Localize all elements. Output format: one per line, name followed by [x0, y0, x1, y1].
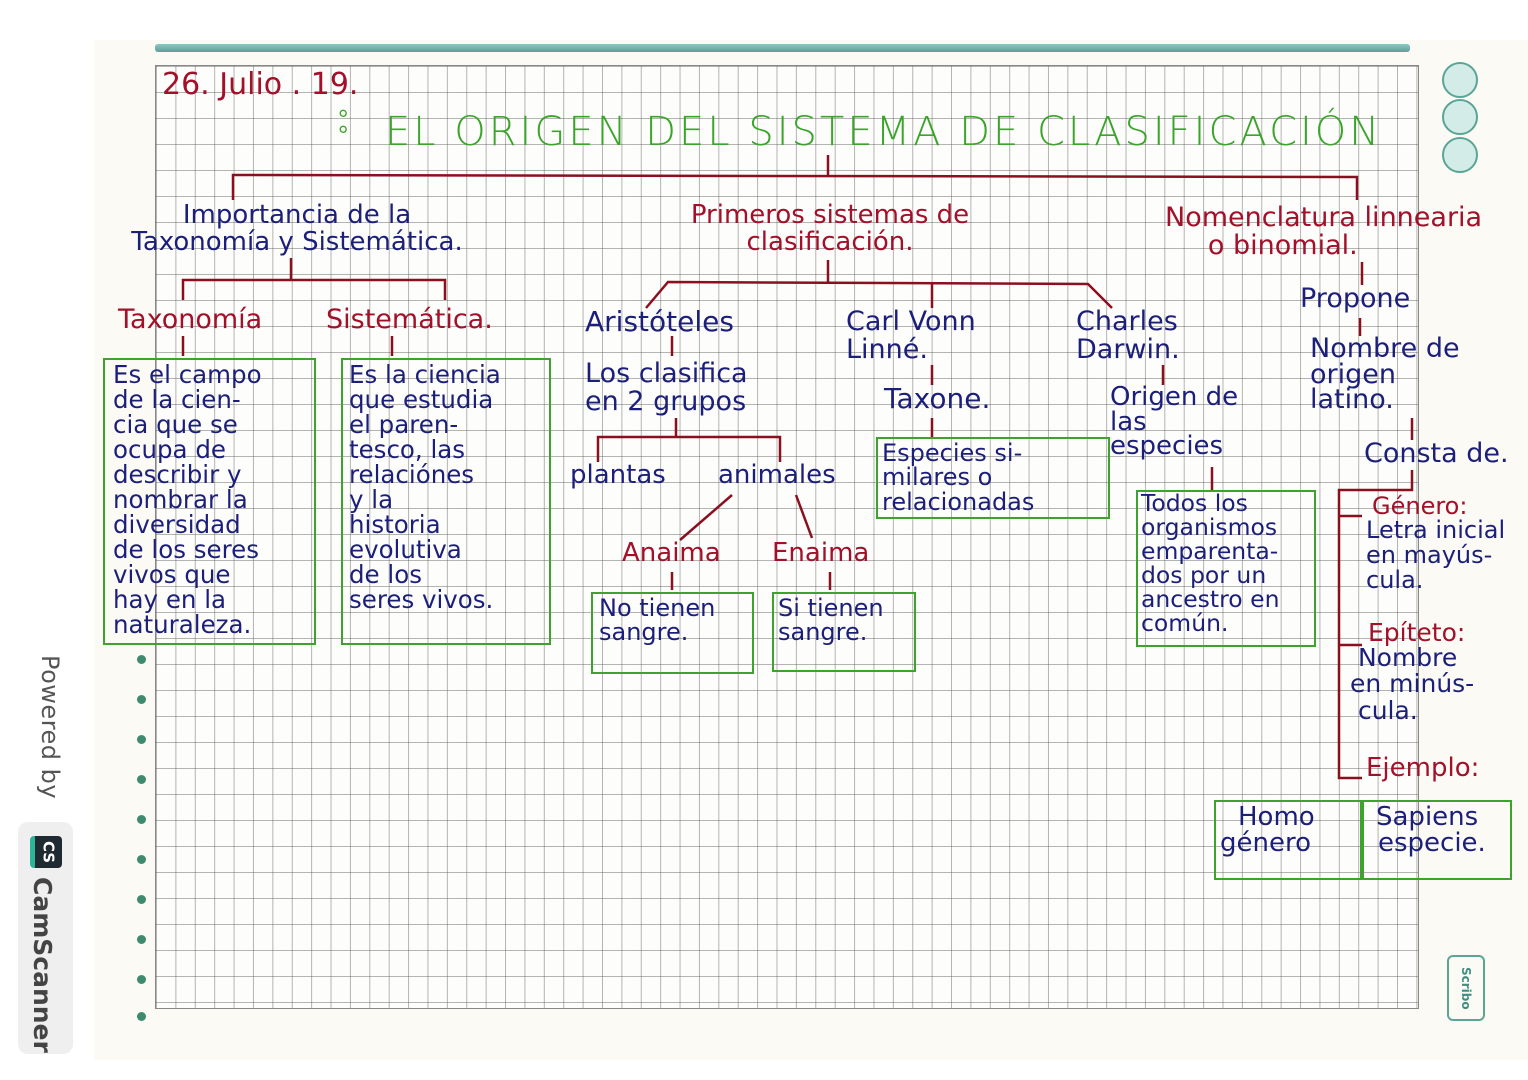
- aristoteles-label: Aristóteles: [585, 305, 734, 338]
- powered-by-label: Powered by: [36, 655, 64, 800]
- darwin-box: Todos los organismos emparenta- dos por …: [1136, 490, 1316, 647]
- linne-concept: Taxone.: [884, 382, 991, 415]
- propone-label: Propone: [1300, 283, 1411, 314]
- taxonomia-definition: Es el campo de la cien- cia que se ocupa…: [113, 360, 262, 639]
- group-animales: animales: [718, 460, 836, 490]
- enaima-label: Enaima: [772, 538, 870, 568]
- darwin-desc: Todos los organismos emparenta- dos por …: [1141, 489, 1280, 637]
- epiteto-label: Epíteto:: [1368, 618, 1466, 647]
- ejemplo-label: Ejemplo:: [1366, 753, 1480, 783]
- graph-paper-grid: [155, 65, 1419, 1009]
- page-title: EL ORIGEN DEL SISTEMA DE CLASIFICACIÓN: [385, 109, 1383, 155]
- example-species-box: Sapiens especie.: [1362, 800, 1512, 880]
- group-plantas: plantas: [570, 460, 666, 490]
- branch-importancia-label: Importancia de la Taxonomía y Sistemátic…: [131, 200, 463, 257]
- margin-hole-dot: [137, 975, 146, 984]
- genero-label: Género:: [1372, 492, 1468, 520]
- margin-hole-dot: [137, 695, 146, 704]
- darwin-label: Charles Darwin.: [1076, 306, 1180, 365]
- binder-ring-icon: [1442, 99, 1478, 135]
- anaima-box: No tienen sangre.: [591, 592, 754, 674]
- camscanner-badge[interactable]: CS CamScanner: [18, 822, 73, 1054]
- flower-bullet-icon: °°: [338, 104, 349, 150]
- epiteto-desc: Nombre en minús- cula.: [1350, 643, 1475, 725]
- margin-hole-dot: [137, 895, 146, 904]
- darwin-concept: Origen de las especies: [1110, 382, 1239, 462]
- taxonomia-label: Taxonomía: [118, 304, 263, 335]
- taxonomia-definition-box: Es el campo de la cien- cia que se ocupa…: [103, 358, 316, 645]
- margin-hole-dot: [137, 935, 146, 944]
- aristoteles-desc: Los clasifica en 2 grupos: [585, 358, 748, 417]
- top-teal-bar: [155, 44, 1410, 52]
- scribo-brand-tag: Scribo: [1447, 955, 1485, 1021]
- anaima-desc: No tienen sangre.: [599, 594, 716, 647]
- binder-ring-icon: [1442, 137, 1478, 173]
- sistematica-definition: Es la ciencia que estudia el paren- tesc…: [349, 360, 501, 614]
- margin-hole-dot: [137, 735, 146, 744]
- camscanner-brand-name: CamScanner: [28, 877, 57, 1053]
- example-genus-caption: género: [1220, 828, 1311, 858]
- linne-box: Especies si- milares o relacionadas: [876, 437, 1110, 519]
- anaima-label: Anaima: [622, 538, 721, 568]
- linne-label: Carl Vonn Linné.: [846, 306, 976, 365]
- binder-ring-icon: [1442, 62, 1478, 98]
- sistematica-definition-box: Es la ciencia que estudia el paren- tesc…: [341, 358, 551, 645]
- margin-hole-dot: [137, 855, 146, 864]
- margin-hole-dot: [137, 815, 146, 824]
- enaima-box: Si tienen sangre.: [772, 592, 916, 672]
- camscanner-logo-icon: CS: [30, 836, 62, 868]
- margin-hole-dot: [137, 655, 146, 664]
- example-species: Sapiens: [1376, 802, 1479, 832]
- linne-desc: Especies si- milares o relacionadas: [882, 439, 1035, 516]
- consta-de-label: Consta de.: [1364, 438, 1509, 469]
- enaima-desc: Si tienen sangre.: [778, 594, 884, 647]
- example-genus: Homo: [1238, 802, 1315, 832]
- margin-hole-dot: [137, 775, 146, 784]
- nombre-latino-label: Nombre de origen latino.: [1310, 333, 1460, 416]
- page-date: 26. Julio . 19.: [162, 67, 359, 102]
- sistematica-label: Sistemática.: [326, 304, 493, 335]
- branch-primeros-label: Primeros sistemas de clasificación.: [690, 200, 970, 257]
- example-species-caption: especie.: [1378, 828, 1486, 858]
- branch-nomenclatura-label: Nomenclatura linnearia o binomial.: [1165, 202, 1483, 261]
- example-genus-box: Homo género: [1214, 800, 1362, 880]
- margin-hole-dot: [137, 1012, 146, 1021]
- genero-desc: Letra inicial en mayús- cula.: [1366, 516, 1506, 595]
